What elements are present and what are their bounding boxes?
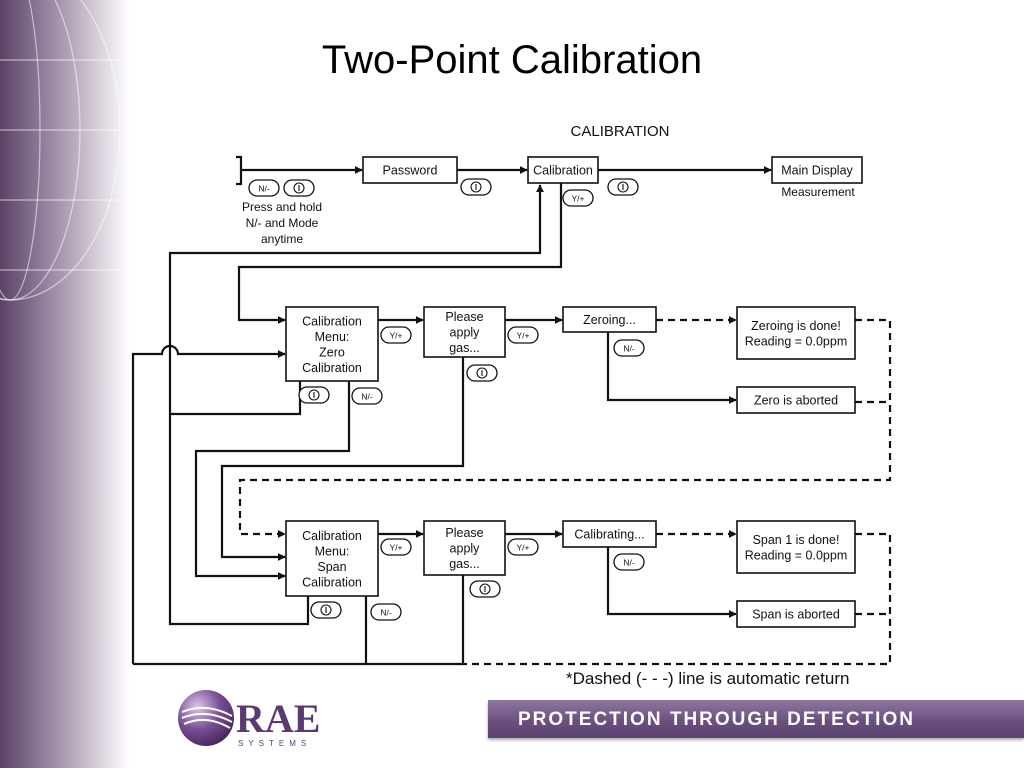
calibrating-no-key-label: N/- (623, 558, 635, 568)
span-apply-yes-key-label: Y/+ (517, 543, 530, 553)
zero-aborted-box (736, 386, 856, 414)
zero-menu-box-label: Menu: (315, 330, 350, 344)
logo-subtitle: SYSTEMS (238, 739, 311, 748)
span-apply-box (423, 520, 506, 576)
zero-done-box (736, 306, 856, 360)
span-apply-yes-key (507, 538, 539, 556)
calibration-box-label: Calibration (533, 164, 593, 178)
zero-auto-return-line (238, 318, 892, 538)
tagline-banner: PROTECTION THROUGH DETECTION (488, 700, 1024, 738)
zero-apply-yes-key (507, 326, 539, 344)
zero-apply-mode-to-span-menu-arrow (220, 357, 465, 561)
zero-menu-no-key (351, 387, 383, 405)
zero-menu-no-key-label: N/- (361, 392, 373, 402)
span-done-box-label: Span 1 is done! (753, 533, 840, 547)
password-mode-key-ring (470, 181, 482, 193)
entry-note-line: anytime (261, 232, 303, 246)
span-menu-box-label: Calibration (302, 529, 362, 543)
entry-bracket (236, 155, 243, 186)
span-menu-box-label: Calibration (302, 575, 362, 589)
span-menu-no-key (370, 603, 402, 621)
entry-no-key-label: N/- (258, 184, 270, 194)
zero-menu-yes-key-label: Y/+ (390, 331, 403, 341)
zero-menu-box-label: Calibration (302, 361, 362, 375)
zero-done-box-label: Reading = 0.0ppm (745, 334, 848, 348)
zero-menu-box-label: Calibration (302, 314, 362, 328)
entry-mode-key-ring (293, 182, 305, 194)
zero-menu-mode-exit-line (170, 381, 302, 416)
span-done-box-label: Reading = 0.0ppm (745, 548, 848, 562)
span-apply-box-label: gas... (449, 557, 480, 571)
password-box-label: Password (383, 164, 438, 178)
span-menu-box-label: Menu: (315, 544, 350, 558)
span-aborted-box-label: Span is aborted (752, 608, 840, 622)
span-apply-mode-key-ring (479, 583, 491, 595)
main-display-box-label: Main Display (781, 164, 853, 178)
zeroing-to-aborted-arrow (606, 332, 737, 404)
zeroing-box-label: Zeroing... (583, 313, 636, 327)
zero-menu-mode-key-ring (308, 389, 320, 401)
calibration-mode-key-ring (617, 181, 629, 193)
zeroing-no-key (613, 339, 645, 357)
span-apply-box-label: apply (450, 542, 481, 556)
span-menu-mode-key-ring (320, 604, 332, 616)
diagram-heading: CALIBRATION (571, 123, 670, 140)
calibration-yes-key-label: Y/+ (572, 194, 585, 204)
logo-wordmark: RAE (236, 696, 320, 741)
span-done-box (736, 520, 856, 574)
outer-loop-to-zero-menu-arrow (131, 344, 286, 664)
zero-aborted-box-label: Zero is aborted (754, 394, 838, 408)
entry-note-line: N/- and Mode (246, 216, 319, 230)
zeroing-no-key-label: N/- (623, 344, 635, 354)
span-menu-box-label: Span (317, 560, 346, 574)
span-menu-box (285, 520, 379, 597)
zero-apply-box-label: gas... (449, 341, 480, 355)
entry-no-key (248, 179, 280, 197)
zero-apply-box (423, 306, 506, 358)
span-menu-mode-exit-line (168, 414, 310, 626)
calibration-box (527, 156, 599, 184)
span-menu-yes-key-label: Y/+ (390, 543, 403, 553)
span-menu-no-key-label: N/- (380, 608, 392, 618)
zero-apply-box-label: apply (450, 326, 481, 340)
calibration-yes-key (562, 189, 594, 207)
return-to-calibration-arrow (168, 184, 544, 414)
zeroing-box (562, 306, 657, 333)
calibrating-no-key (613, 553, 645, 571)
calibration-to-zero-menu-arrow (237, 182, 563, 324)
slide-title: Two-Point Calibration (321, 38, 703, 82)
tagline-text: PROTECTION THROUGH DETECTION (518, 709, 915, 730)
zero-apply-mode-key-ring (476, 367, 488, 379)
background-decoration (0, 0, 130, 768)
password-box (362, 156, 458, 184)
span-apply-box-label: Please (445, 526, 483, 540)
rae-systems-logo: RAE SYSTEMS (178, 690, 320, 748)
footnote: *Dashed (- - -) line is automatic return (566, 669, 850, 688)
span-bottom-return-line (133, 575, 465, 666)
calibrating-to-aborted-arrow (606, 547, 737, 618)
span-aborted-box (736, 600, 856, 628)
zero-menu-box-label: Zero (319, 345, 345, 359)
zero-apply-box-label: Please (445, 310, 483, 324)
span-auto-return-line (463, 532, 892, 666)
zero-apply-yes-key-label: Y/+ (517, 331, 530, 341)
span-menu-yes-key (380, 538, 412, 556)
zero-menu-yes-key (380, 326, 412, 344)
zero-menu-no-to-span-menu-arrow (194, 381, 351, 580)
entry-note-line: Press and hold (242, 200, 322, 214)
measurement-note: Measurement (781, 185, 855, 199)
zero-done-box-label: Zeroing is done! (751, 319, 841, 333)
zero-menu-box (285, 306, 379, 382)
main-display-box (771, 156, 863, 184)
calibrating-box-label: Calibrating... (574, 528, 644, 542)
calibrating-box (562, 520, 657, 548)
